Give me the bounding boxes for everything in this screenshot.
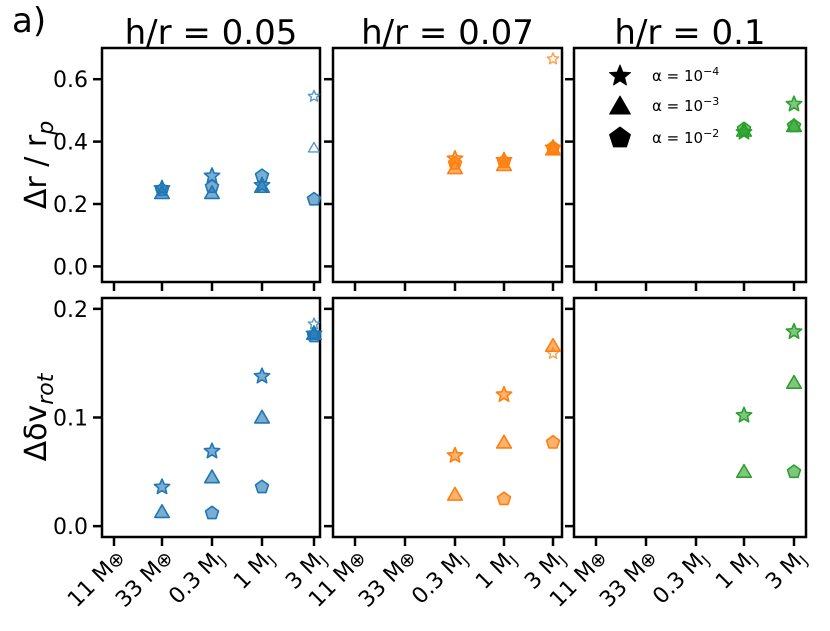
panel-r1-c1 (324, 296, 564, 546)
open-point-triangle (307, 141, 321, 153)
legend-marker-star (609, 64, 631, 86)
y-tick-label: 0.6 (53, 68, 88, 93)
point-pentagon (254, 168, 270, 183)
y-tick-label: 0.0 (53, 255, 88, 280)
legend-label: α = 10−2 (652, 127, 719, 148)
axes-frame (572, 296, 808, 539)
open-point-star (307, 89, 321, 102)
column-title: h/r = 0.05 (125, 13, 298, 53)
point-triangle (544, 337, 562, 353)
point-pentagon (736, 121, 752, 136)
point-star (253, 367, 271, 384)
point-pentagon (786, 118, 802, 133)
y-axis-label: Δr / rp (19, 121, 59, 209)
point-pentagon (447, 155, 463, 170)
panel-r0-c1 (324, 46, 564, 291)
x-tick-label: 1 MJ (711, 546, 761, 596)
y-tick-label: 0.1 (53, 407, 88, 432)
point-pentagon (786, 464, 802, 479)
y-tick-label: 0.2 (53, 193, 88, 218)
x-tick-label: 33 M⊕ (595, 546, 662, 613)
x-tick-text: 33 M⊕ (354, 546, 421, 613)
point-star (153, 478, 171, 495)
x-tick-label: 33 M⊕ (354, 546, 421, 613)
point-pentagon (545, 434, 561, 449)
point-triangle (203, 469, 221, 484)
point-pentagon (545, 140, 561, 155)
point-star (203, 442, 221, 459)
x-tick-text: 1 MJ (229, 546, 279, 596)
point-triangle (153, 504, 171, 519)
legend-marker-pentagon (609, 126, 631, 148)
axes-frame (100, 46, 322, 284)
panel-r0-c2 (565, 46, 808, 291)
point-pentagon (204, 179, 220, 194)
point-triangle (253, 178, 271, 194)
point-triangle (446, 486, 464, 501)
x-tick-text: 0.3 MJ (407, 546, 472, 611)
x-tick-text: 33 M⊕ (595, 546, 662, 613)
x-tick-text: 0.3 MJ (648, 546, 713, 611)
point-pentagon (204, 505, 220, 520)
panel-r1-c0: 0.0 0.1 0.2 (53, 296, 323, 546)
legend-marker-triangle (609, 95, 631, 115)
x-tick-text: 0.3 MJ (164, 546, 229, 611)
x-tick-label: 0.3 MJ (407, 546, 472, 611)
panel-label: a) (12, 1, 46, 41)
axes-frame (331, 46, 564, 284)
point-triangle (785, 374, 803, 389)
y-axis-label: Δδvrot (19, 372, 59, 461)
legend-label: α = 10−3 (652, 95, 719, 116)
y-tick-label: 0.2 (53, 298, 88, 323)
point-pentagon (306, 191, 322, 206)
axes-frame (100, 296, 322, 539)
x-tick-label: 3 MJ (761, 546, 811, 596)
point-pentagon (154, 182, 170, 197)
point-star (735, 406, 753, 423)
axes-frame (331, 296, 564, 539)
panel-r1-c2 (565, 296, 808, 546)
axes-frame (572, 46, 808, 284)
x-tick-label: 1 MJ (229, 546, 279, 596)
column-title: h/r = 0.1 (614, 13, 765, 53)
x-tick-text: 1 MJ (711, 546, 761, 596)
legend-label: α = 10−4 (652, 65, 719, 86)
y-axis-label-text: Δr / rp (19, 121, 59, 209)
legend: α = 10−4 α = 10−3 α = 10−2 (609, 64, 719, 148)
point-triangle (735, 463, 753, 479)
column-title: h/r = 0.07 (361, 13, 534, 53)
y-tick-label: 0.0 (53, 515, 88, 540)
y-axis-label-text: Δδvrot (19, 372, 59, 461)
point-star (785, 322, 803, 339)
x-tick-label: 1 MJ (471, 546, 521, 596)
point-pentagon (496, 491, 512, 506)
y-tick-label: 0.4 (53, 131, 88, 156)
point-pentagon (254, 479, 270, 494)
x-tick-label: 0.3 MJ (648, 546, 713, 611)
open-point-star (546, 52, 560, 65)
x-tick-text: 3 MJ (761, 546, 811, 596)
x-tick-text: 1 MJ (471, 546, 521, 596)
point-triangle (495, 434, 513, 449)
plot-grid: 0.0 0.2 0.4 0.6 h/r = 0.05 h/r = 0.07 h/r = 0.… (19, 13, 811, 613)
point-pentagon (496, 154, 512, 169)
x-tick-label: 0.3 MJ (164, 546, 229, 611)
point-star (785, 95, 803, 112)
point-star (495, 385, 513, 402)
point-pentagon (306, 328, 322, 343)
point-triangle (253, 409, 271, 424)
panel-r0-c0: 0.0 0.2 0.4 0.6 (53, 46, 322, 291)
point-star (446, 446, 464, 463)
